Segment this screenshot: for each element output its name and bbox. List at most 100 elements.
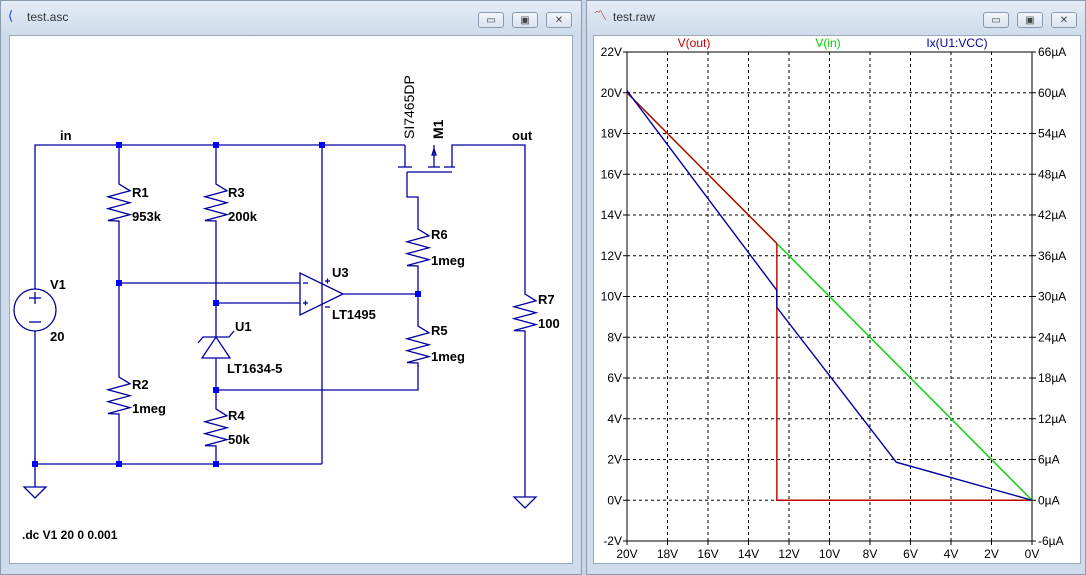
resistor-R2[interactable] (105, 373, 133, 418)
close-button[interactable]: ✕ (1051, 12, 1077, 28)
plot-titlebar[interactable]: 〽 test.raw ▭ ▣ ✕ (587, 1, 1085, 34)
R1-value: 953k (132, 209, 162, 224)
x-tick-label: 16V (697, 547, 718, 561)
R5-name: R5 (431, 323, 448, 338)
V1-name: V1 (50, 277, 66, 292)
y2-tick-label: 24µA (1038, 330, 1066, 344)
R5-value: 1meg (431, 349, 465, 364)
U1-name: U1 (235, 319, 252, 334)
voltage-source-V1[interactable] (13, 288, 57, 332)
x-tick-label: 2V (984, 547, 999, 561)
legend-v-in-[interactable]: V(in) (815, 36, 840, 50)
resistor-R5[interactable] (404, 322, 432, 367)
y-tick-label: 2V (607, 453, 622, 467)
opamp-U3[interactable] (299, 271, 345, 317)
U1-value: LT1634-5 (227, 361, 282, 376)
R6-value: 1meg (431, 253, 465, 268)
y2-tick-label: 18µA (1038, 371, 1066, 385)
R4-value: 50k (228, 432, 250, 447)
junction-dots (32, 142, 421, 467)
x-tick-label: 20V (616, 547, 637, 561)
y2-tick-label: 66µA (1038, 45, 1066, 59)
resistor-R1[interactable] (105, 180, 133, 225)
x-tick-label: 0V (1025, 547, 1040, 561)
schematic-icon: ⟨ (8, 8, 14, 23)
zener-U1[interactable] (197, 330, 235, 359)
trace-ix-u1-vcc-[interactable] (626, 90, 1033, 501)
schematic-title: test.asc (27, 10, 69, 24)
schematic-canvas[interactable] (9, 35, 573, 564)
trace-v-out-[interactable] (626, 92, 1032, 501)
plot-frame (626, 51, 1033, 542)
R3-value: 200k (228, 209, 258, 224)
y2-tick-label: 60µA (1038, 86, 1066, 100)
legend-ix-u1-vcc-[interactable]: Ix(U1:VCC) (926, 36, 987, 50)
x-tick-label: 10V (819, 547, 840, 561)
x-tick-label: 14V (738, 547, 759, 561)
y2-tick-label: 36µA (1038, 249, 1066, 263)
R2-value: 1meg (132, 401, 166, 416)
y-tick-label: 18V (601, 127, 622, 141)
waveform-icon: 〽 (594, 8, 608, 23)
y2-tick-label: 42µA (1038, 208, 1066, 222)
y-tick-label: 20V (601, 86, 622, 100)
y2-tick-label: 48µA (1038, 167, 1066, 181)
y-tick-label: 16V (601, 167, 622, 181)
R3-name: R3 (228, 185, 245, 200)
minimize-button[interactable]: ▭ (983, 12, 1009, 28)
y2-tick-label: -6µA (1038, 534, 1064, 548)
y-tick-label: 12V (601, 249, 622, 263)
y-tick-label: 22V (601, 45, 622, 59)
plot-window: 〽 test.raw ▭ ▣ ✕ (586, 0, 1086, 575)
resistor-R4[interactable] (202, 405, 230, 450)
minimize-button[interactable]: ▭ (478, 12, 504, 28)
plot-title: test.raw (613, 10, 656, 24)
y-tick-label: -2V (603, 534, 622, 548)
R4-name: R4 (228, 408, 245, 423)
x-tick-label: 12V (778, 547, 799, 561)
R7-value: 100 (538, 316, 560, 331)
y-tick-label: 6V (607, 371, 622, 385)
legend-v-out-[interactable]: V(out) (678, 36, 711, 50)
resistor-R6[interactable] (404, 225, 432, 270)
resistor-R7[interactable] (511, 290, 539, 335)
x-tick-label: 6V (903, 547, 918, 561)
R6-name: R6 (431, 227, 448, 242)
R2-name: R2 (132, 377, 149, 392)
R1-name: R1 (132, 185, 149, 200)
R7-name: R7 (538, 292, 555, 307)
net-label-in: in (60, 128, 72, 143)
net-label-out: out (512, 128, 533, 143)
y-tick-label: 0V (607, 493, 622, 507)
y-tick-label: 10V (601, 290, 622, 304)
y2-tick-label: 30µA (1038, 290, 1066, 304)
y2-tick-label: 12µA (1038, 412, 1066, 426)
schematic-window: ⟨ test.asc ▭ ▣ ✕ (0, 0, 582, 575)
M1-name: M1 (430, 119, 446, 139)
x-tick-label: 4V (944, 547, 959, 561)
ground-icon (512, 496, 538, 509)
U3-value: LT1495 (332, 307, 376, 322)
schematic-drawing: in out V1 20 R1 953k R2 1meg R3 200k R4 … (13, 75, 560, 542)
wires (34, 144, 526, 497)
close-button[interactable]: ✕ (546, 12, 572, 28)
V1-value: 20 (50, 329, 64, 344)
x-tick-label: 8V (863, 547, 878, 561)
y-tick-label: 8V (607, 330, 622, 344)
plot-grid (623, 51, 1036, 545)
plot-canvas[interactable] (593, 35, 1081, 564)
y2-tick-label: 0µA (1038, 493, 1060, 507)
restore-button[interactable]: ▣ (512, 12, 538, 28)
schematic-titlebar[interactable]: ⟨ test.asc ▭ ▣ ✕ (1, 1, 581, 34)
y-tick-label: 4V (607, 412, 622, 426)
y2-tick-label: 6µA (1038, 453, 1060, 467)
ground-icon (22, 486, 48, 499)
U3-name: U3 (332, 265, 349, 280)
restore-button[interactable]: ▣ (1017, 12, 1043, 28)
mosfet-M1[interactable] (398, 145, 455, 173)
resistor-R3[interactable] (202, 180, 230, 225)
x-tick-label: 18V (657, 547, 678, 561)
y2-tick-label: 54µA (1038, 127, 1066, 141)
dc-directive[interactable]: .dc V1 20 0 0.001 (22, 528, 118, 542)
